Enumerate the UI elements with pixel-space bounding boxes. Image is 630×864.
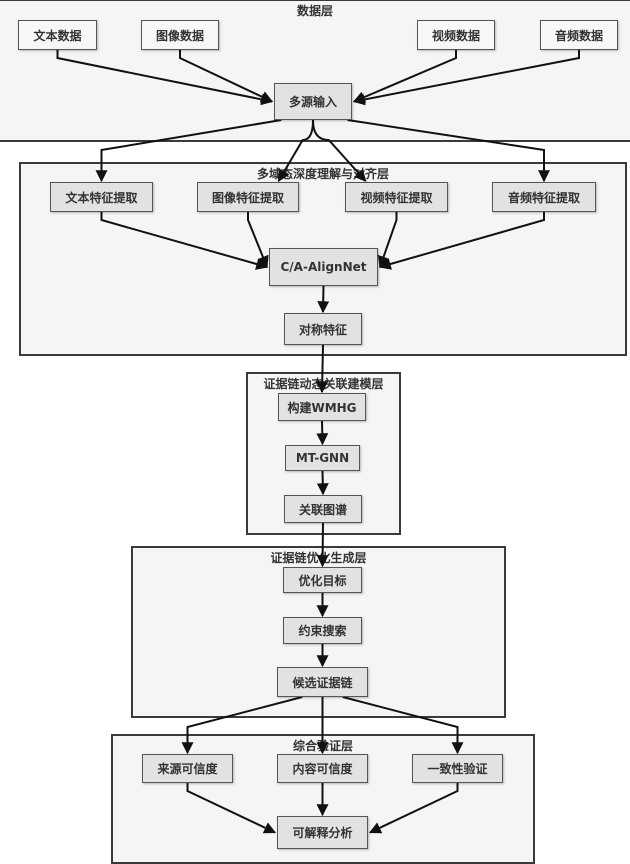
layer-title: 证据链优化生成层 bbox=[270, 551, 367, 565]
layer-title: 综合验证层 bbox=[292, 739, 353, 753]
node-image-feature[interactable]: 图像特征提取 bbox=[197, 182, 299, 212]
node-video-feature[interactable]: 视频特征提取 bbox=[345, 182, 448, 212]
node-source-credibility[interactable]: 来源可信度 bbox=[142, 754, 233, 783]
node-multi-input[interactable]: 多源输入 bbox=[274, 83, 352, 120]
node-explainability-analysis[interactable]: 可解释分析 bbox=[277, 816, 368, 849]
node-image-data[interactable]: 图像数据 bbox=[141, 20, 219, 50]
layer-title: 证据链动态关联建模层 bbox=[263, 377, 384, 391]
node-association-graph[interactable]: 关联图谱 bbox=[284, 495, 362, 523]
node-audio-feature[interactable]: 音频特征提取 bbox=[492, 182, 596, 212]
node-alignnet[interactable]: C/A-AlignNet bbox=[269, 248, 378, 286]
node-text-data[interactable]: 文本数据 bbox=[18, 20, 97, 50]
node-constrained-search[interactable]: 约束搜索 bbox=[283, 617, 362, 644]
node-symmetric-feature[interactable]: 对称特征 bbox=[284, 313, 362, 345]
node-audio-data[interactable]: 音频数据 bbox=[540, 20, 618, 50]
node-video-data[interactable]: 视频数据 bbox=[417, 20, 495, 50]
node-text-feature[interactable]: 文本特征提取 bbox=[50, 182, 153, 212]
node-content-credibility[interactable]: 内容可信度 bbox=[277, 754, 368, 783]
node-optimization-target[interactable]: 优化目标 bbox=[283, 567, 362, 593]
node-consistency-check[interactable]: 一致性验证 bbox=[412, 754, 503, 783]
node-mt-gnn[interactable]: MT-GNN bbox=[285, 445, 360, 471]
layer-title: 多域态深度理解与对齐层 bbox=[256, 167, 389, 181]
node-candidate-chain[interactable]: 候选证据链 bbox=[277, 667, 368, 697]
node-build-wmhg[interactable]: 构建WMHG bbox=[278, 393, 366, 421]
layer-title: 数据层 bbox=[296, 4, 333, 18]
